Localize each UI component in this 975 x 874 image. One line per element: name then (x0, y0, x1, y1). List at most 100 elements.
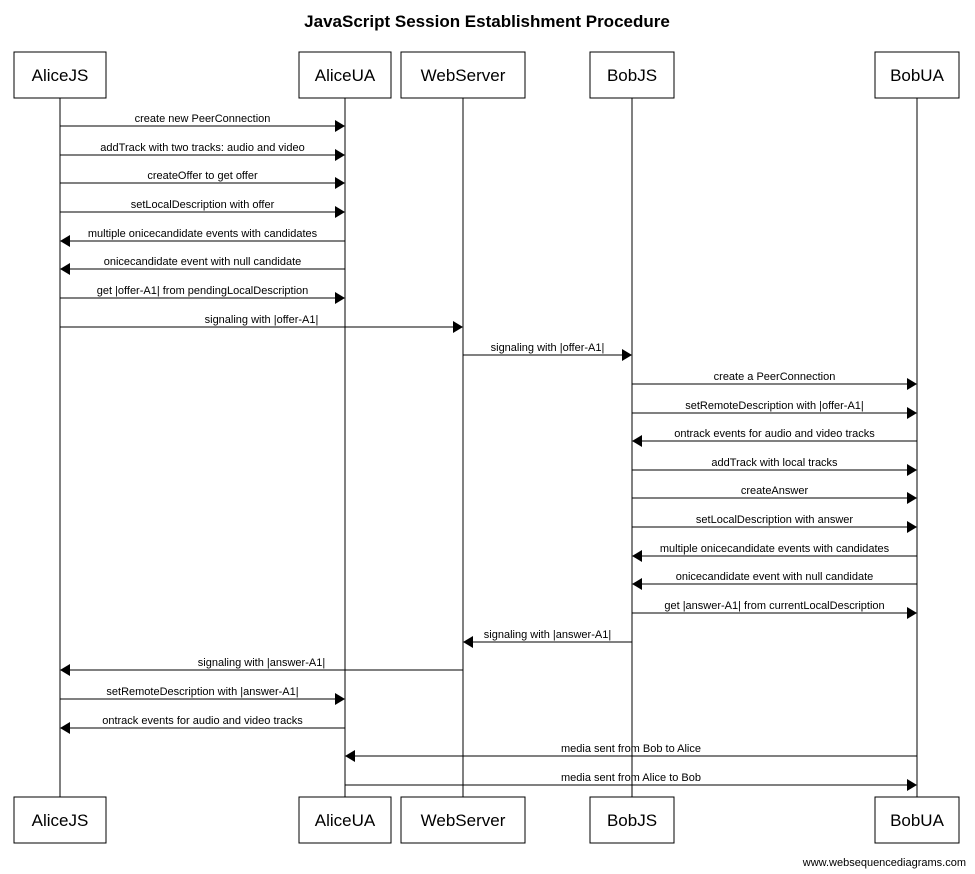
messages: create new PeerConnection addTrack with t… (60, 113, 917, 791)
message-4: setLocalDescription with offer (60, 199, 345, 218)
actor-box (13, 796, 107, 844)
message-16: multiple onicecandidate events with cand… (632, 543, 917, 562)
message-label: addTrack with two tracks: audio and vide… (100, 142, 304, 154)
message-21: setRemoteDescription with |answer-A1| (60, 686, 345, 705)
message-label: setRemoteDescription with |offer-A1| (685, 400, 864, 412)
message-20: signaling with |answer-A1| (60, 657, 463, 676)
watermark-footer: www.websequencediagrams.com (802, 857, 966, 869)
message-label: get |answer-A1| from currentLocalDescrip… (664, 600, 884, 612)
message-5: multiple onicecandidate events with cand… (60, 228, 345, 247)
actor-label: AliceUA (315, 66, 376, 85)
message-label: onicecandidate event with null candidate (104, 256, 302, 268)
message-14: createAnswer (632, 485, 917, 504)
actor-bobua-bottom: BobUA (874, 796, 960, 844)
actor-label: BobUA (890, 811, 945, 830)
message-19: signaling with |answer-A1| (463, 629, 632, 648)
message-label: signaling with |answer-A1| (484, 629, 611, 641)
message-label: ontrack events for audio and video track… (674, 428, 875, 440)
actor-bobjs-bottom: BobJS (589, 796, 675, 844)
message-label: setLocalDescription with offer (131, 199, 275, 211)
message-label: multiple onicecandidate events with cand… (660, 543, 890, 555)
message-10: create a PeerConnection (632, 371, 917, 390)
arrowhead (463, 636, 473, 648)
message-label: signaling with |offer-A1| (205, 314, 319, 326)
actor-bobjs-top: BobJS (589, 51, 675, 99)
message-23: media sent from Bob to Alice (345, 743, 917, 762)
actor-box (874, 796, 960, 844)
arrowhead (335, 177, 345, 189)
arrowhead (453, 321, 463, 333)
message-label: create a PeerConnection (714, 371, 836, 383)
actor-box (298, 51, 392, 99)
message-8: signaling with |offer-A1| (60, 314, 463, 333)
message-label: ontrack events for audio and video track… (102, 715, 303, 727)
actor-label: BobJS (607, 811, 657, 830)
message-12: ontrack events for audio and video track… (632, 428, 917, 447)
message-17: onicecandidate event with null candidate (632, 571, 917, 590)
actor-box (298, 796, 392, 844)
arrowhead (632, 578, 642, 590)
message-label: createAnswer (741, 485, 809, 497)
arrowhead (907, 407, 917, 419)
actor-label: AliceUA (315, 811, 376, 830)
actor-alicejs-bottom: AliceJS (13, 796, 107, 844)
arrowhead (335, 292, 345, 304)
message-label: get |offer-A1| from pendingLocalDescript… (97, 285, 309, 297)
actor-label: WebServer (421, 66, 506, 85)
actor-aliceua-top: AliceUA (298, 51, 392, 99)
actor-label: BobJS (607, 66, 657, 85)
actor-webserver-bottom: WebServer (400, 796, 526, 844)
message-2: addTrack with two tracks: audio and vide… (60, 142, 345, 161)
actor-box (400, 51, 526, 99)
message-label: media sent from Alice to Bob (561, 772, 701, 784)
actor-webserver-top: WebServer (400, 51, 526, 99)
message-label: media sent from Bob to Alice (561, 743, 701, 755)
arrowhead (345, 750, 355, 762)
arrowhead (60, 235, 70, 247)
arrowhead (335, 149, 345, 161)
arrowhead (907, 521, 917, 533)
message-18: get |answer-A1| from currentLocalDescrip… (632, 600, 917, 619)
arrowhead (335, 120, 345, 132)
actor-box (400, 796, 526, 844)
actors-bottom: AliceJS AliceUA WebServer BobJS BobUA (13, 796, 960, 844)
message-label: signaling with |answer-A1| (198, 657, 325, 669)
message-1: create new PeerConnection (60, 113, 345, 132)
arrowhead (60, 722, 70, 734)
message-6: onicecandidate event with null candidate (60, 256, 345, 275)
message-label: setRemoteDescription with |answer-A1| (106, 686, 298, 698)
message-24: media sent from Alice to Bob (345, 772, 917, 791)
actor-alicejs-top: AliceJS (13, 51, 107, 99)
actor-label: AliceJS (32, 811, 89, 830)
arrowhead (907, 464, 917, 476)
actor-label: WebServer (421, 811, 506, 830)
message-15: setLocalDescription with answer (632, 514, 917, 533)
arrowhead (60, 664, 70, 676)
arrowhead (335, 206, 345, 218)
message-9: signaling with |offer-A1| (463, 342, 632, 361)
lifelines (59, 98, 918, 797)
message-label: setLocalDescription with answer (696, 514, 853, 526)
message-13: addTrack with local tracks (632, 457, 917, 476)
arrowhead (335, 693, 345, 705)
diagram-title: JavaScript Session Establishment Procedu… (304, 12, 670, 31)
arrowhead (632, 435, 642, 447)
message-11: setRemoteDescription with |offer-A1| (632, 400, 917, 419)
message-label: addTrack with local tracks (711, 457, 838, 469)
message-7: get |offer-A1| from pendingLocalDescript… (60, 285, 345, 304)
message-label: onicecandidate event with null candidate (676, 571, 874, 583)
message-3: createOffer to get offer (60, 170, 345, 189)
actor-aliceua-bottom: AliceUA (298, 796, 392, 844)
actor-box (589, 796, 675, 844)
message-22: ontrack events for audio and video track… (60, 715, 345, 734)
arrowhead (632, 550, 642, 562)
arrowhead (907, 779, 917, 791)
arrowhead (907, 607, 917, 619)
actor-label: AliceJS (32, 66, 89, 85)
arrowhead (622, 349, 632, 361)
arrowhead (60, 263, 70, 275)
actor-box (13, 51, 107, 99)
message-label: multiple onicecandidate events with cand… (88, 228, 318, 240)
